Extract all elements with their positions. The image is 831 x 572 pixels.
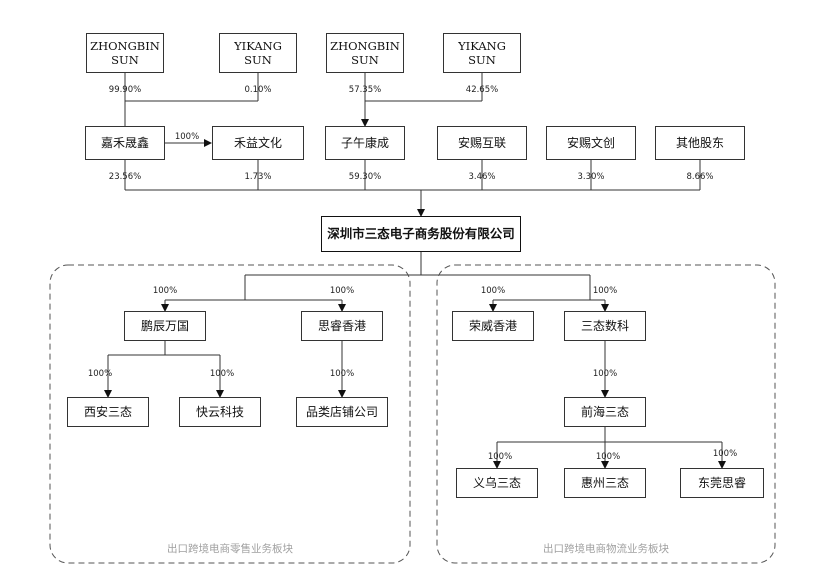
main-company: 深圳市三态电子商务股份有限公司	[321, 216, 521, 252]
company-pengchen: 鹏辰万国	[124, 311, 206, 341]
pct-yikang-1: 0.10%	[244, 85, 272, 95]
pct-zhongbin-2: 57.35%	[348, 85, 382, 95]
pct-shuke: 100%	[592, 286, 618, 296]
shareholder-yikang-sun-1: YIKANG SUN	[219, 33, 297, 73]
pct-pengchen: 100%	[152, 286, 178, 296]
logistics-sector-frame	[436, 264, 776, 564]
pct-kuaiyun: 100%	[209, 369, 235, 379]
company-xian: 西安三态	[67, 397, 149, 427]
pct-ziwu: 59.30%	[348, 172, 382, 182]
pct-xian: 100%	[87, 369, 113, 379]
holder-jiahe: 嘉禾晟鑫	[85, 126, 165, 160]
company-dongguan: 东莞思睿	[680, 468, 764, 498]
shareholder-yikang-sun-2: YIKANG SUN	[443, 33, 521, 73]
pct-jiahe: 23.56%	[108, 172, 142, 182]
retail-sector-frame	[49, 264, 411, 564]
pct-anhu: 3.46%	[468, 172, 496, 182]
pct-yiwu: 100%	[487, 452, 513, 462]
company-kuaiyun: 快云科技	[179, 397, 261, 427]
pct-pinlei: 100%	[329, 369, 355, 379]
company-rongwei: 荣威香港	[452, 311, 534, 341]
logistics-sector-label: 出口跨境电商物流业务板块	[543, 543, 669, 555]
pct-hehe: 1.73%	[244, 172, 272, 182]
company-pinlei: 品类店铺公司	[296, 397, 388, 427]
retail-sector-label: 出口跨境电商零售业务板块	[167, 543, 293, 555]
shareholder-zhongbin-sun-1: ZHONGBIN SUN	[86, 33, 164, 73]
shareholder-zhongbin-sun-2: ZHONGBIN SUN	[326, 33, 404, 73]
holder-ziwu: 子午康成	[325, 126, 405, 160]
company-huizhou: 惠州三态	[564, 468, 646, 498]
holder-anhu: 安赐互联	[437, 126, 527, 160]
pct-qianhai: 100%	[592, 369, 618, 379]
pct-sirui: 100%	[329, 286, 355, 296]
company-sirui: 思睿香港	[301, 311, 383, 341]
pct-huizhou: 100%	[595, 452, 621, 462]
pct-other: 8.66%	[686, 172, 714, 182]
pct-jiahe-to-hehe: 100%	[174, 132, 200, 142]
company-yiwu: 义乌三态	[456, 468, 538, 498]
pct-rongwei: 100%	[480, 286, 506, 296]
holder-other: 其他股东	[655, 126, 745, 160]
pct-anwen: 3.30%	[577, 172, 605, 182]
holder-anwen: 安赐文创	[546, 126, 636, 160]
pct-yikang-2: 42.65%	[465, 85, 499, 95]
pct-dongguan: 100%	[712, 449, 738, 459]
company-santai-shuke: 三态数科	[564, 311, 646, 341]
holder-hehe: 禾益文化	[212, 126, 304, 160]
company-qianhai: 前海三态	[564, 397, 646, 427]
pct-zhongbin-1: 99.90%	[108, 85, 142, 95]
